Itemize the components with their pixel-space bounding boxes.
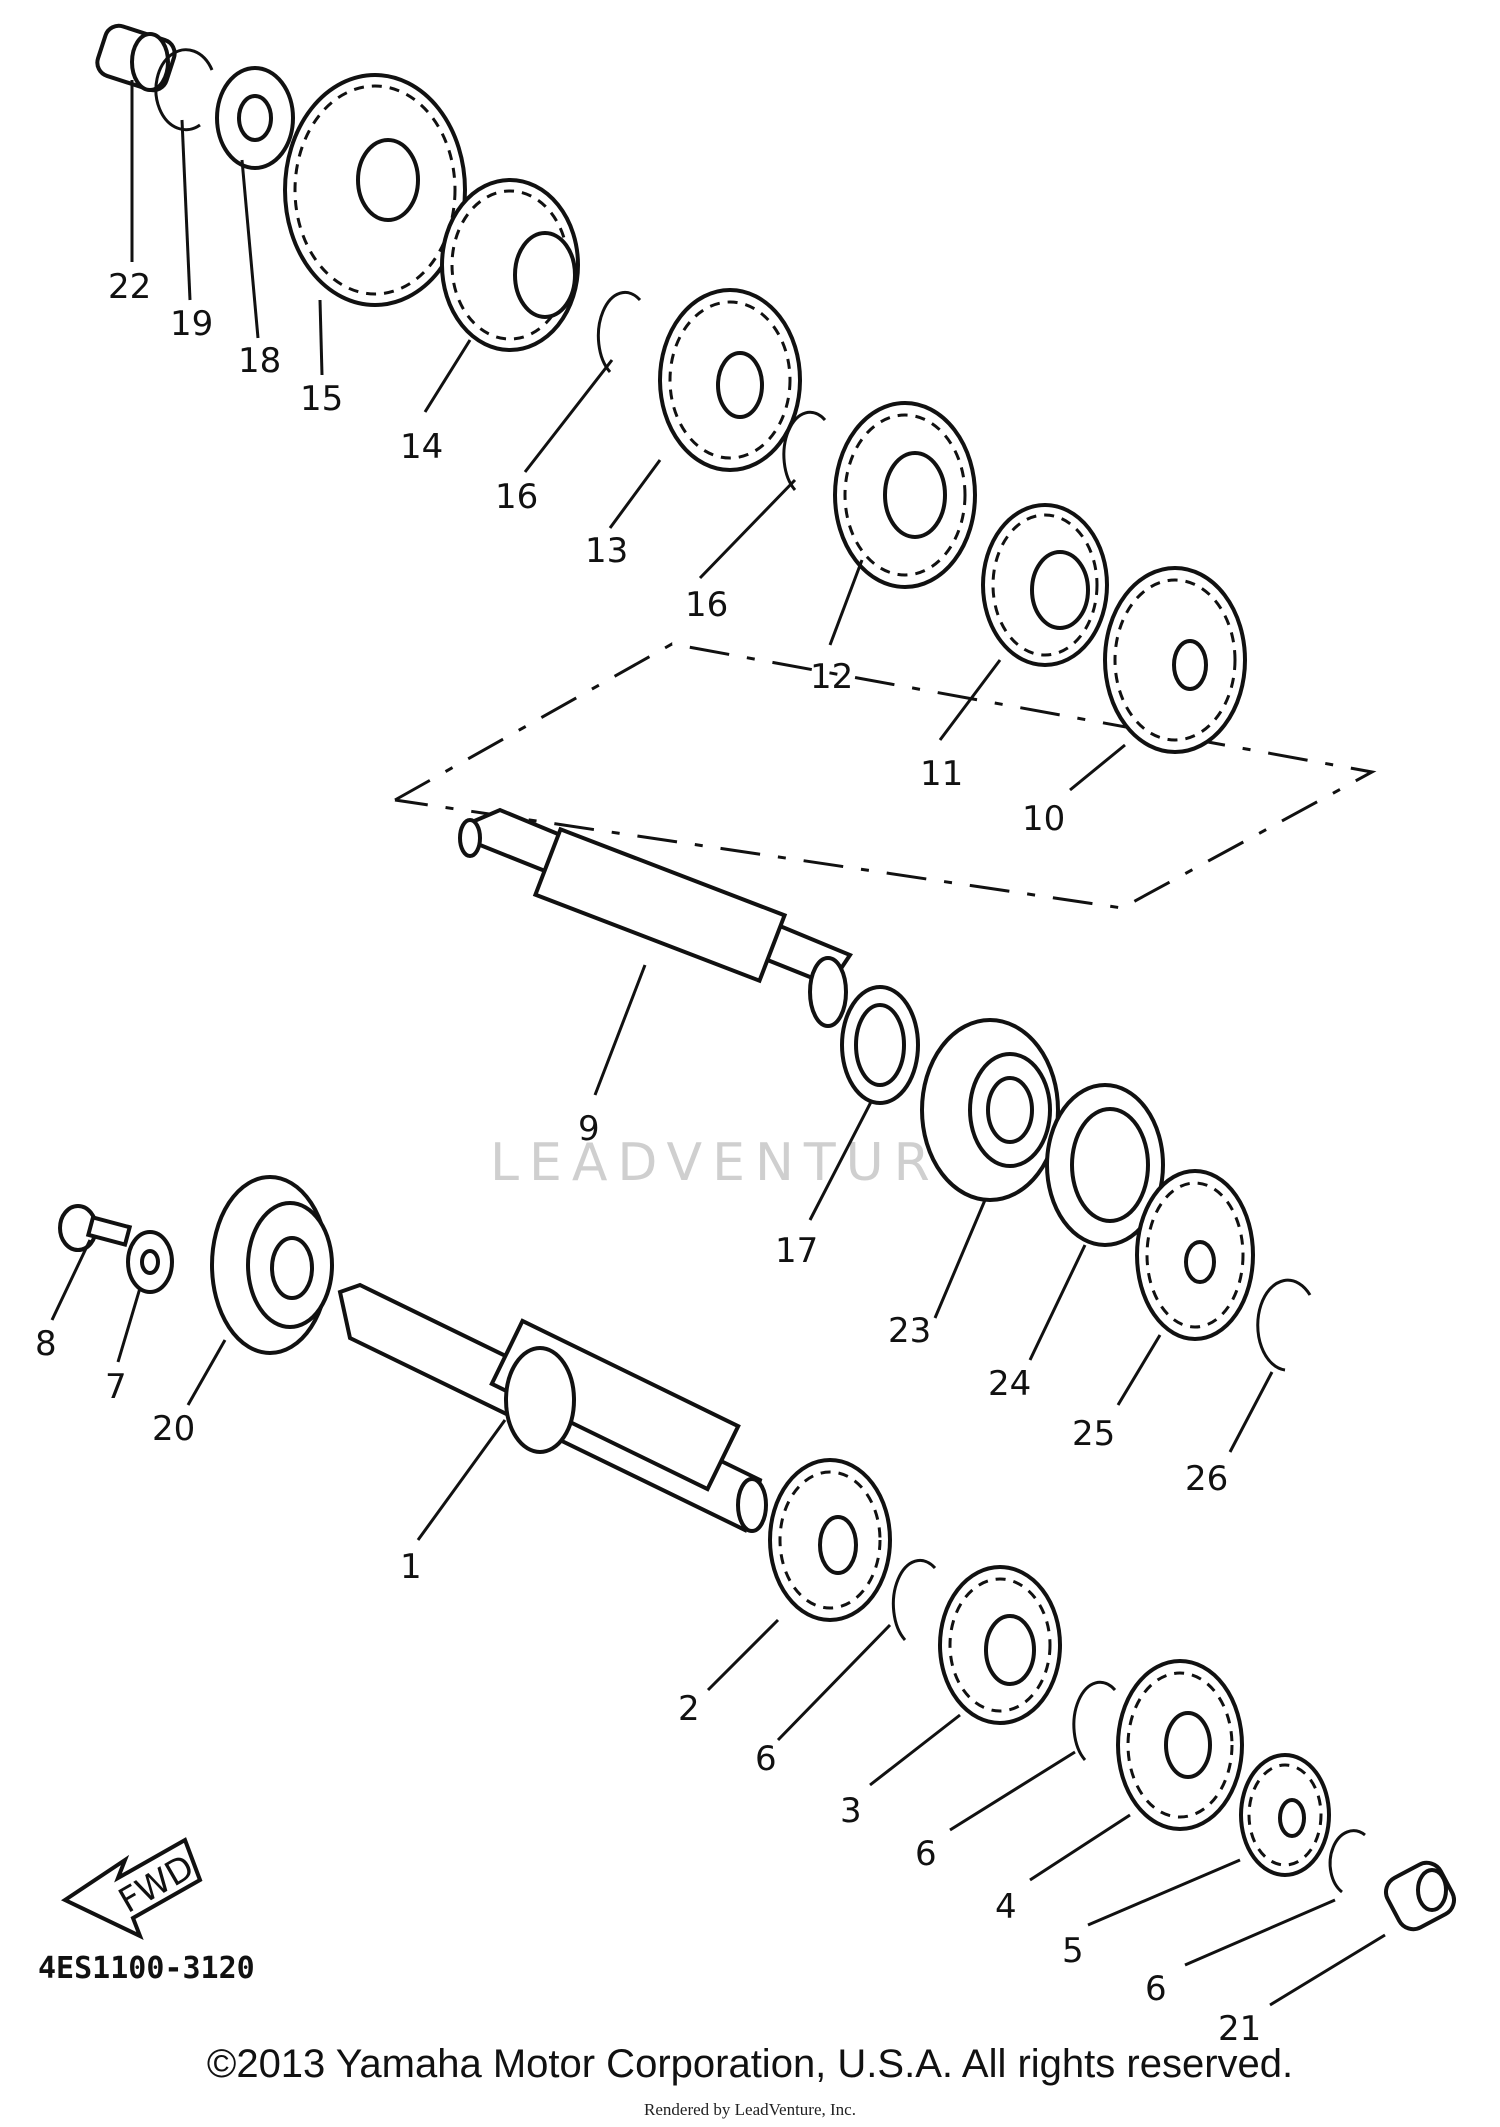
callout-26: 26 <box>1185 1459 1228 1499</box>
callout-7: 7 <box>105 1367 127 1407</box>
part-19-circlip <box>154 48 214 132</box>
callout-11: 11 <box>920 754 963 794</box>
part-6-circlip-b <box>1072 1680 1117 1761</box>
callout-labels: 22 19 18 15 14 16 13 16 12 11 10 9 17 23… <box>35 267 1261 2049</box>
part-17-washer <box>840 985 920 1105</box>
callout-8: 8 <box>35 1324 57 1364</box>
callout-16b: 16 <box>685 585 728 625</box>
callout-3: 3 <box>840 1791 862 1831</box>
part-25-sprocket <box>1135 1169 1255 1341</box>
part-10-gear <box>1103 566 1247 754</box>
part-2-gear <box>768 1458 892 1622</box>
part-15-gear <box>283 73 467 307</box>
callout-6a: 6 <box>755 1739 777 1779</box>
part-16-circlip-a <box>596 290 642 373</box>
part-5-gear <box>1239 1753 1331 1877</box>
part-6-circlip-c <box>1328 1829 1366 1894</box>
callout-19: 19 <box>170 304 213 344</box>
callout-18: 18 <box>238 341 281 381</box>
part-13-gear <box>658 288 802 472</box>
leader-lines <box>50 80 1386 2007</box>
watermark: LEADVENTURE <box>490 1133 983 1193</box>
callout-13: 13 <box>585 531 628 571</box>
part-21-bearing <box>1384 1860 1456 1932</box>
callout-22: 22 <box>108 267 151 307</box>
callout-10: 10 <box>1022 799 1065 839</box>
copyright-notice: ©2013 Yamaha Motor Corporation, U.S.A. A… <box>206 2042 1294 2086</box>
part-26-lock-washer <box>1256 1278 1312 1372</box>
callout-21: 21 <box>1218 2009 1261 2049</box>
part-9-drive-axle <box>458 807 854 1028</box>
callout-15: 15 <box>300 379 343 419</box>
rendered-by-notice: Rendered by LeadVenture, Inc. <box>644 2100 856 2119</box>
part-11-gear <box>981 503 1109 667</box>
callout-12: 12 <box>810 657 853 697</box>
assembly-outline <box>394 642 1377 910</box>
part-24-oil-seal <box>1045 1083 1165 1247</box>
callout-25: 25 <box>1072 1414 1115 1454</box>
part-16-circlip-b <box>782 410 827 491</box>
part-8-bolt <box>58 1204 133 1252</box>
callout-20: 20 <box>152 1409 195 1449</box>
callout-2: 2 <box>678 1689 700 1729</box>
part-12-gear <box>833 401 977 589</box>
callout-5: 5 <box>1062 1931 1084 1971</box>
callout-14: 14 <box>400 427 443 467</box>
part-23-bearing <box>920 1018 1060 1202</box>
part-22-bearing <box>95 23 177 93</box>
callout-4: 4 <box>995 1887 1017 1927</box>
diagram-code: 4ES1100-3120 <box>38 1951 255 1986</box>
part-7-washer <box>126 1230 174 1294</box>
callout-6b: 6 <box>915 1834 937 1874</box>
part-4-gear <box>1116 1659 1244 1831</box>
callout-24: 24 <box>988 1364 1031 1404</box>
callout-23: 23 <box>888 1311 931 1351</box>
part-1-main-axle <box>337 1282 768 1533</box>
part-14-gear <box>440 178 580 352</box>
callout-17: 17 <box>775 1231 818 1271</box>
part-3-gear <box>938 1565 1062 1725</box>
callout-1: 1 <box>400 1547 422 1587</box>
callout-16a: 16 <box>495 477 538 517</box>
callout-6c: 6 <box>1145 1969 1167 2009</box>
callout-9: 9 <box>578 1109 600 1149</box>
fwd-arrow-icon: FWD <box>60 1837 203 1940</box>
part-20-bearing <box>210 1175 334 1355</box>
part-6-circlip-a <box>891 1558 937 1641</box>
part-18-washer <box>215 66 295 170</box>
